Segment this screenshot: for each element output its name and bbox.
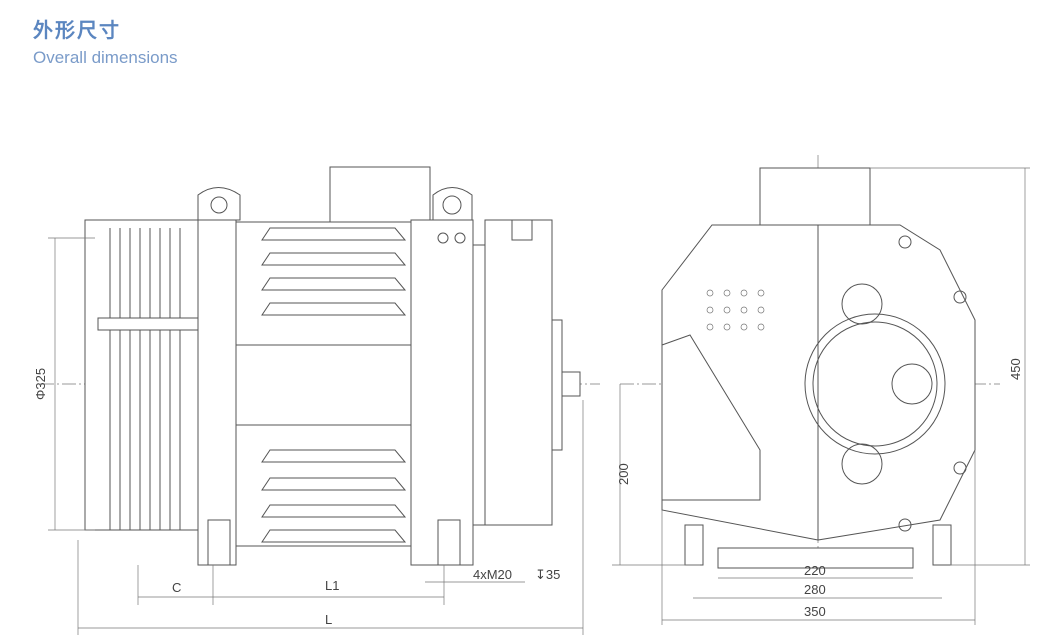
l-dimension-label: L (325, 612, 332, 627)
bolt-spec-label: 4xM20 (473, 567, 512, 582)
cooling-fins (261, 227, 407, 543)
section-title-en: Overall dimensions (33, 48, 178, 67)
sheave-grooves (109, 228, 181, 530)
section-title-cn: 外形尺寸 (33, 18, 121, 42)
diameter-dimension-label: Φ325 (33, 368, 48, 400)
height-200-label: 200 (616, 463, 631, 485)
side-view: 200 450 220 280 350 (612, 155, 1030, 625)
l1-dimension-label: L1 (325, 578, 339, 593)
width-350-label: 350 (804, 604, 826, 619)
bolt-depth-label: ↧35 (535, 567, 560, 582)
height-450-label: 450 (1008, 358, 1023, 380)
width-280-label: 280 (804, 582, 826, 597)
front-view: Φ325 C L1 L 4xM20 ↧35 (33, 166, 600, 635)
vent-holes (706, 289, 765, 331)
width-220-label: 220 (804, 563, 826, 578)
c-dimension-label: C (172, 580, 181, 595)
